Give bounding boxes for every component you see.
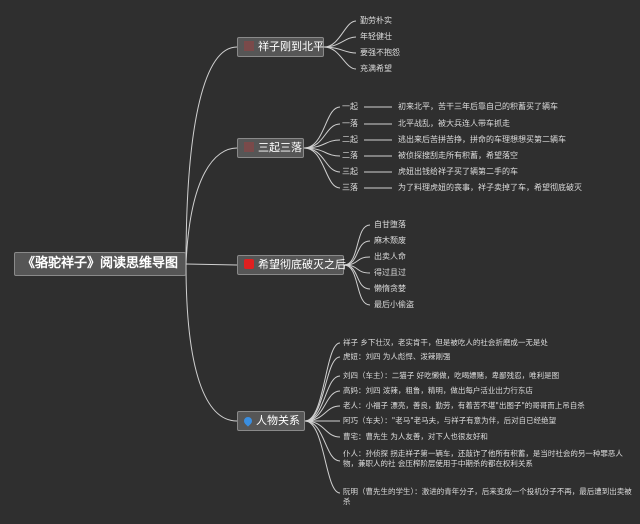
leaf-item: 阿巧（车夫）："老马"老马夫，与祥子有意为伴，后对自已经绝望: [343, 416, 557, 425]
branch-label: 祥子刚到北平: [258, 40, 324, 53]
square-marker-icon: [244, 41, 254, 51]
red-dot-icon: [244, 259, 254, 269]
drop-icon: [242, 415, 254, 427]
leaf-item: 高妈：刘四 泼辣，粗鲁，精明，做出每户活业出力行东店: [343, 386, 533, 395]
leaf-item: 出卖人命: [374, 252, 406, 261]
leaf-tag: 一落: [342, 119, 358, 128]
leaf-text: 被侦探搜刮走所有积蓄，希望落空: [398, 151, 518, 160]
leaf-tag: 一起: [342, 102, 358, 111]
leaf-tag: 二落: [342, 151, 358, 160]
leaf-item: 勤劳朴实: [360, 16, 392, 25]
branch-xiangzi-arrives[interactable]: 祥子刚到北平: [237, 37, 324, 57]
leaf-text: 虎妞出钱给祥子买了辆第二手的车: [398, 167, 518, 176]
leaf-item: 仆人：孙侦探 拐走祥子第一辆车，还敲诈了他所有积蓄，是当时社会的另一种罪恶人物，…: [343, 449, 623, 468]
leaf-item: 得过且过: [374, 268, 406, 277]
leaf-text: 为了料理虎妞的丧事，祥子卖掉了车，希望彻底破灭: [398, 183, 582, 192]
leaf-item: 懒惰贪婪: [374, 284, 406, 293]
leaf-tag: 三起: [342, 167, 358, 176]
leaf-item: 自甘堕落: [374, 220, 406, 229]
root-node[interactable]: 《骆驼祥子》阅读思维导图: [14, 252, 186, 276]
link-root-branch3: [185, 263, 238, 266]
leaf-item: 老人：小福子 漂亮，善良，勤劳，有着苦不堪"出图子"的哥哥而上吊自杀: [343, 401, 585, 410]
branch-hope-shattered[interactable]: 希望彻底破灭之后: [237, 255, 346, 275]
leaf-item: 曹宅：曹先生 为人友善，对下人也很友好和: [343, 432, 488, 441]
leaf-item: 充满希望: [360, 64, 392, 73]
leaf-tag: 三落: [342, 183, 358, 192]
leaf-item: 阮明（曹先生的学生）：激进的青年分子，后来变成一个投机分子不再，最后遭到出卖被杀: [343, 487, 632, 506]
square-marker-icon: [244, 142, 254, 152]
branch-label: 人物关系: [256, 414, 300, 427]
branch-label: 三起三落: [258, 141, 302, 154]
leaf-text: 初来北平，苦干三年后靠自己的积蓄买了辆车: [398, 102, 558, 111]
leaf-item: 祥子 乡下壮汉，老实肯干，但是被吃人的社会折磨成一无是处: [343, 338, 548, 347]
leaf-item: 虎妞：刘四 为人彪悍、泼辣刚强: [343, 352, 451, 361]
link-root-branch4: [185, 263, 238, 422]
leaf-item: 最后小偷盗: [374, 300, 414, 309]
branch-label: 希望彻底破灭之后: [258, 258, 346, 271]
leaf-item: 刘四（车主）：二猫子 好吃懒做，吃喝嫖赌，卑鄙残忍，唯利是图: [343, 371, 560, 380]
leaf-tag: 二起: [342, 135, 358, 144]
link-root-branch2: [185, 147, 238, 265]
leaf-text: 北平战乱，被大兵连人带车抓走: [398, 119, 510, 128]
link-root-branch1: [185, 46, 238, 265]
branch-character-relations[interactable]: 人物关系: [237, 411, 305, 431]
leaf-item: 年轻健壮: [360, 32, 392, 41]
leaf-item: 要强不抱怨: [360, 48, 400, 57]
branch-three-rises-falls[interactable]: 三起三落: [237, 138, 304, 158]
leaf-item: 麻木颓废: [374, 236, 406, 245]
leaf-text: 逃出来后苦拼苦挣，拼命的车理想想买第二辆车: [398, 135, 566, 144]
